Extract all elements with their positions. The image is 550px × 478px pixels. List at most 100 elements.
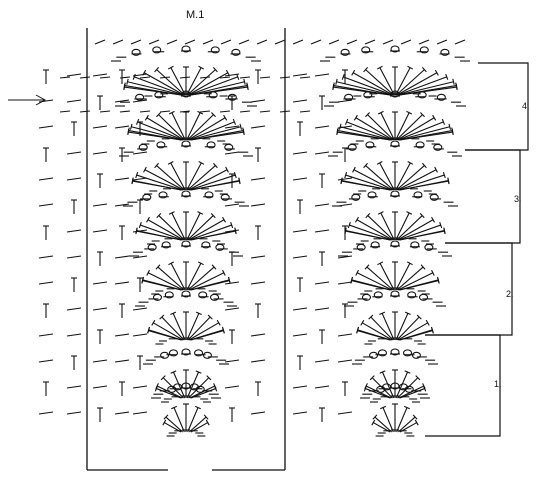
double-crochet-mark — [345, 174, 392, 191]
double-crochet-top — [143, 166, 147, 173]
double-crochet-top — [242, 127, 245, 134]
chain-space-loop — [390, 290, 400, 298]
chain-stitch-mark — [92, 203, 108, 207]
chain-stitch-mark — [66, 229, 82, 233]
double-crochet-mark — [187, 165, 216, 191]
double-crochet-mark — [396, 165, 425, 191]
double-crochet-top — [419, 213, 425, 219]
chain-stitch-mark — [364, 39, 376, 45]
double-crochet-mark — [395, 263, 411, 291]
chain-stitch-mark — [337, 411, 353, 415]
double-crochet-mark — [397, 322, 428, 341]
double-crochet-top — [441, 118, 446, 125]
double-crochet-top — [431, 327, 434, 334]
chain-stitch-mark — [139, 110, 151, 113]
chain-stitch-mark — [337, 203, 353, 207]
double-crochet-mark — [397, 219, 434, 241]
double-crochet-mark — [189, 224, 232, 241]
double-crochet-top — [232, 118, 237, 125]
double-crochet-mark — [158, 215, 185, 241]
double-crochet-top — [160, 375, 166, 381]
double-crochet-mark — [343, 76, 393, 96]
double-crochet-mark — [171, 212, 186, 241]
chain-space-loop — [181, 140, 191, 148]
chain-stitch-mark — [38, 411, 54, 415]
double-crochet-mark — [397, 272, 434, 291]
chain-stitch-mark — [219, 110, 231, 113]
chain-stitch-mark — [132, 333, 148, 337]
double-crochet-mark — [187, 266, 215, 291]
double-crochet-mark — [398, 385, 425, 399]
chain-stitch-mark — [314, 359, 330, 363]
double-crochet-mark — [157, 266, 185, 291]
double-crochet-top — [131, 178, 134, 185]
chain-space-loop — [390, 140, 400, 148]
chain-space-loop — [181, 290, 191, 298]
double-crochet-mark — [172, 313, 186, 341]
chain-space-loop — [164, 291, 174, 299]
chain-space-loop — [411, 351, 421, 359]
double-crochet-top — [151, 319, 156, 326]
double-crochet-mark — [352, 72, 394, 96]
double-crochet-top — [347, 222, 351, 229]
double-crochet-top — [210, 112, 216, 118]
chain-stitch-mark — [314, 151, 330, 155]
chain-stitch-mark — [66, 255, 82, 259]
chain-stitch-mark — [179, 110, 191, 113]
chain-space-loop — [390, 240, 400, 248]
double-crochet-top — [159, 314, 165, 320]
double-crochet-top — [380, 405, 386, 410]
chain-stitch-mark — [114, 359, 130, 363]
double-crochet-mark — [188, 416, 207, 433]
double-crochet-top — [425, 319, 430, 326]
double-crochet-mark — [124, 86, 182, 96]
double-crochet-mark — [162, 377, 184, 399]
double-crochet-mark — [398, 81, 454, 96]
double-crochet-top — [407, 65, 414, 70]
double-crochet-top — [351, 69, 356, 76]
chain-space-loop — [390, 45, 400, 53]
double-crochet-top — [416, 314, 422, 320]
chain-space-loop — [160, 351, 170, 359]
chain-stitch-mark — [199, 76, 211, 79]
double-crochet-mark — [128, 131, 182, 141]
chain-stitch-mark — [114, 203, 130, 207]
double-crochet-mark — [381, 371, 395, 399]
chain-stitch-mark — [250, 333, 266, 337]
double-crochet-mark — [132, 180, 182, 191]
chain-stitch-mark — [66, 99, 82, 103]
double-crochet-mark — [395, 162, 411, 191]
chain-stitch-mark — [219, 76, 231, 79]
chain-space-loop — [168, 349, 179, 357]
double-crochet-top — [155, 264, 161, 270]
double-crochet-mark — [380, 112, 395, 141]
chain-stitch-mark — [314, 385, 330, 389]
double-crochet-mark — [187, 69, 216, 96]
chain-stitch-mark — [314, 125, 330, 129]
double-crochet-top — [171, 405, 177, 410]
chain-space-loop — [158, 191, 168, 199]
chain-stitch-mark — [114, 125, 130, 129]
chain-space-loop — [231, 48, 241, 56]
chain-stitch-mark — [132, 307, 148, 311]
chain-space-loop — [436, 93, 446, 101]
double-crochet-top — [230, 222, 234, 229]
double-crochet-mark — [158, 114, 185, 141]
double-crochet-mark — [382, 407, 394, 433]
double-crochet-mark — [142, 279, 183, 291]
double-crochet-top — [214, 385, 218, 392]
chain-stitch-mark — [224, 385, 240, 389]
double-crochet-mark — [170, 162, 186, 191]
double-crochet-mark — [365, 69, 394, 96]
double-crochet-top — [205, 419, 210, 426]
chain-stitch-mark — [92, 385, 108, 389]
chain-space-loop — [370, 241, 380, 249]
chain-space-loop — [181, 240, 191, 248]
double-crochet-top — [355, 216, 359, 223]
double-crochet-mark — [186, 162, 202, 191]
double-crochet-mark — [172, 371, 186, 399]
chain-stitch-mark — [250, 99, 266, 103]
double-crochet-mark — [398, 224, 441, 241]
double-crochet-top — [127, 128, 130, 136]
double-crochet-top — [138, 222, 142, 229]
